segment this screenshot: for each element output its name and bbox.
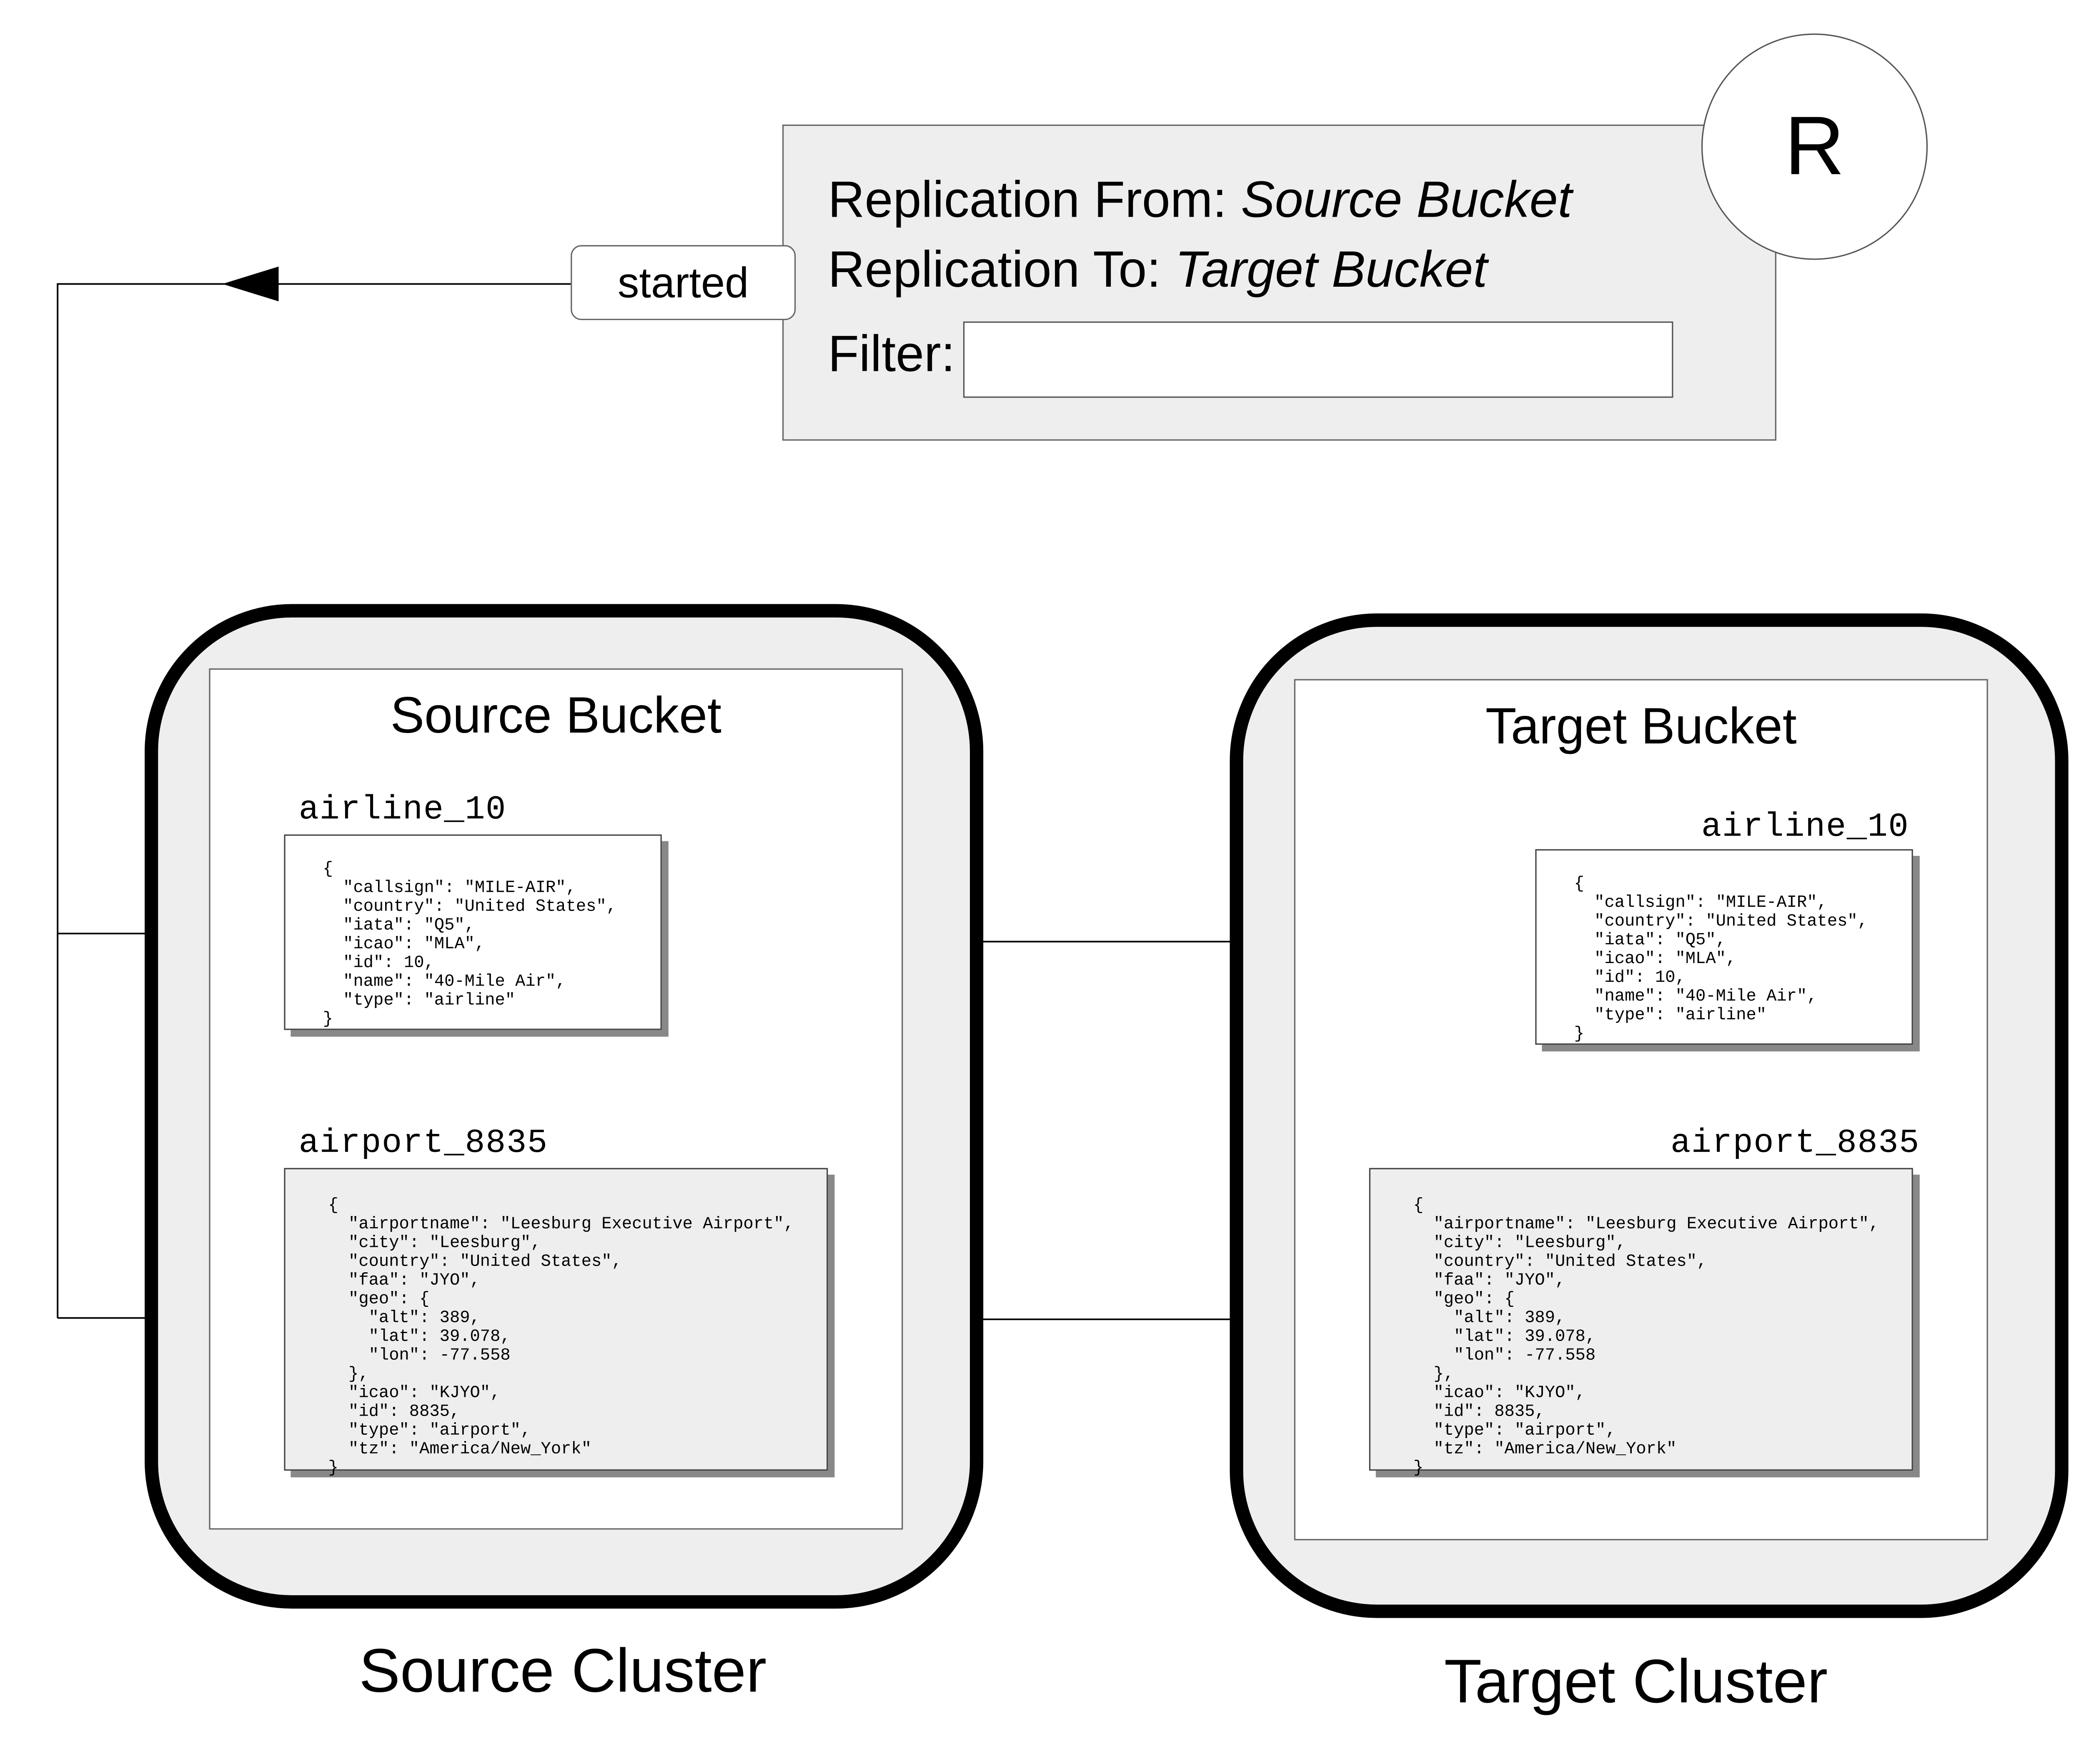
- source-doc-airport-id: airport_8835: [298, 1123, 548, 1163]
- status-badge: started: [571, 245, 796, 320]
- target-doc-airline-id: airline_10: [1701, 808, 1909, 847]
- target-doc-airport-id: airport_8835: [1670, 1123, 1920, 1163]
- target-doc-airline-json: { "callsign": "MILE-AIR", "country": "Un…: [1574, 874, 1868, 1043]
- source-doc-airport-json: { "airportname": "Leesburg Executive Air…: [328, 1196, 794, 1478]
- feedback-line: [57, 283, 225, 1318]
- source-cluster-label: Source Cluster: [359, 1635, 767, 1705]
- target-doc-airport-json: { "airportname": "Leesburg Executive Air…: [1413, 1196, 1879, 1478]
- target-doc-airport[interactable]: { "airportname": "Leesburg Executive Air…: [1369, 1168, 1913, 1477]
- replication-from-value: Source Bucket: [1241, 173, 1572, 229]
- source-doc-airline[interactable]: { "callsign": "MILE-AIR", "country": "Un…: [284, 834, 662, 1030]
- replication-from-label: Replication From:: [828, 173, 1241, 229]
- replication-panel: Replication From: Source Bucket Replicat…: [782, 124, 1776, 441]
- filter-label: Filter:: [828, 327, 955, 383]
- replication-to: Replication To: Target Bucket: [828, 243, 1487, 300]
- target-bucket-title: Target Bucket: [1485, 699, 1797, 756]
- replication-badge: R: [1701, 33, 1928, 260]
- replication-to-value: Target Bucket: [1175, 242, 1488, 299]
- filter-input[interactable]: [963, 321, 1673, 398]
- replication-from: Replication From: Source Bucket: [828, 173, 1572, 230]
- source-bucket-title: Source Bucket: [390, 688, 721, 745]
- source-doc-airline-id: airline_10: [298, 790, 507, 829]
- source-doc-airport[interactable]: { "airportname": "Leesburg Executive Air…: [284, 1168, 828, 1477]
- target-cluster-label: Target Cluster: [1444, 1646, 1828, 1716]
- source-doc-airline-json: { "callsign": "MILE-AIR", "country": "Un…: [323, 860, 617, 1029]
- target-doc-airline[interactable]: { "callsign": "MILE-AIR", "country": "Un…: [1535, 849, 1913, 1045]
- replication-to-label: Replication To:: [828, 242, 1175, 299]
